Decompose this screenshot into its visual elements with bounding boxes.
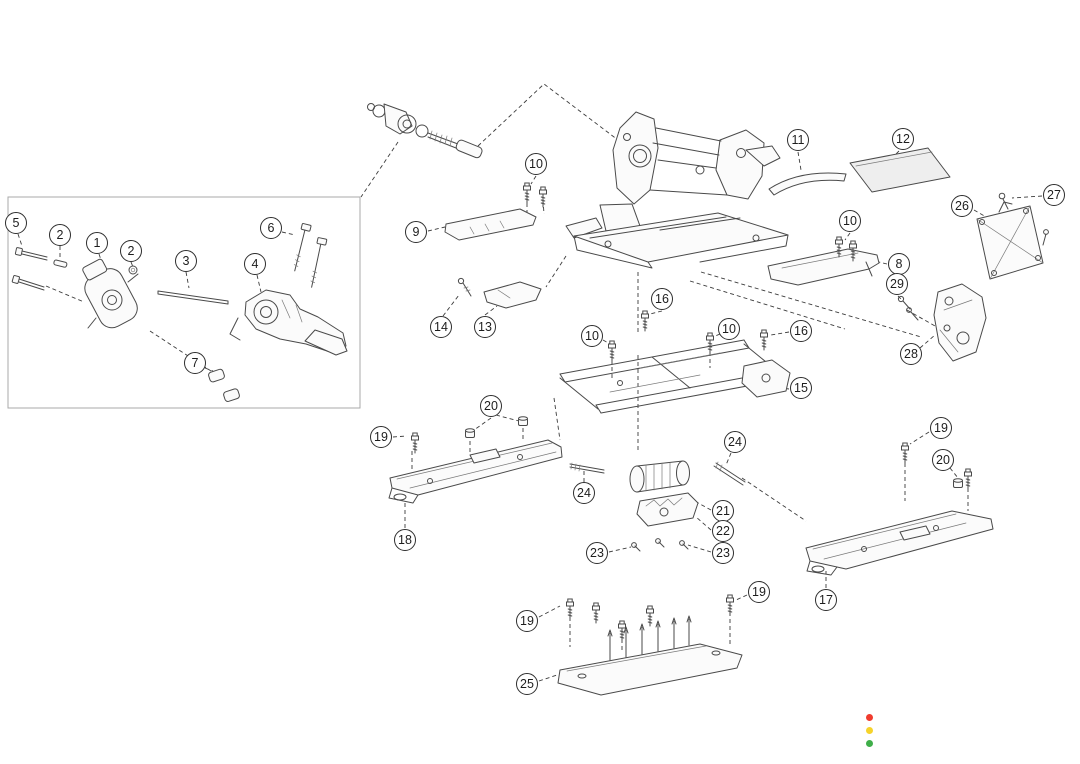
callout-7[interactable]: 7 xyxy=(184,352,206,374)
callout-21[interactable]: 21 xyxy=(712,500,734,522)
callout-19[interactable]: 19 xyxy=(930,417,952,439)
callout-20[interactable]: 20 xyxy=(480,395,502,417)
gearbox-4-drawing xyxy=(229,289,348,356)
callout-29[interactable]: 29 xyxy=(886,273,908,295)
callout-16[interactable]: 16 xyxy=(651,288,673,310)
callout-2[interactable]: 2 xyxy=(49,224,71,246)
callout-15[interactable]: 15 xyxy=(790,377,812,399)
screws-5-drawing xyxy=(11,247,48,291)
seat-frame-drawing xyxy=(565,111,789,269)
callout-11[interactable]: 11 xyxy=(787,129,809,151)
gear-housing-22-drawing xyxy=(636,492,699,527)
callout-27[interactable]: 27 xyxy=(1043,184,1065,206)
motor-1-drawing xyxy=(82,258,139,329)
status-indicator xyxy=(866,714,873,747)
detail-box xyxy=(7,196,361,409)
callout-25[interactable]: 25 xyxy=(516,673,538,695)
screw-14-drawing xyxy=(457,277,472,297)
screws-29-drawing xyxy=(897,295,919,321)
callout-24[interactable]: 24 xyxy=(573,482,595,504)
callout-14[interactable]: 14 xyxy=(430,316,452,338)
cover-bracket-9-drawing xyxy=(444,208,537,241)
rods-24-drawing xyxy=(569,461,746,486)
callout-12[interactable]: 12 xyxy=(892,128,914,150)
status-dot xyxy=(866,740,873,747)
bracket-13-drawing xyxy=(483,281,542,309)
callout-20[interactable]: 20 xyxy=(932,449,954,471)
bolts-6-drawing xyxy=(293,223,328,288)
screw-27-drawing xyxy=(998,192,1049,246)
callout-24[interactable]: 24 xyxy=(724,431,746,453)
callout-10[interactable]: 10 xyxy=(581,325,603,347)
callout-6[interactable]: 6 xyxy=(260,217,282,239)
callout-2[interactable]: 2 xyxy=(120,240,142,262)
drive-rod-3-drawing xyxy=(157,290,229,305)
flex-shaft-drive-drawing xyxy=(367,103,483,159)
callout-19[interactable]: 19 xyxy=(516,610,538,632)
callout-4[interactable]: 4 xyxy=(244,253,266,275)
callout-22[interactable]: 22 xyxy=(712,520,734,542)
pins-2-drawing xyxy=(53,259,138,275)
adjuster-frame-15-drawing xyxy=(559,339,791,414)
callout-13[interactable]: 13 xyxy=(474,316,496,338)
control-module-26-drawing xyxy=(976,201,1044,280)
status-dot xyxy=(866,727,873,734)
callout-23[interactable]: 23 xyxy=(712,542,734,564)
status-dot xyxy=(866,714,873,721)
callout-10[interactable]: 10 xyxy=(525,153,547,175)
callout-26[interactable]: 26 xyxy=(951,195,973,217)
seat-rail-18-drawing xyxy=(388,439,563,504)
callout-17[interactable]: 17 xyxy=(815,589,837,611)
bracket-28-drawing xyxy=(933,283,987,362)
callout-23[interactable]: 23 xyxy=(586,542,608,564)
panel-12-drawing xyxy=(849,147,951,193)
callout-3[interactable]: 3 xyxy=(175,250,197,272)
callout-16[interactable]: 16 xyxy=(790,320,812,342)
callout-10[interactable]: 10 xyxy=(718,318,740,340)
callout-10[interactable]: 10 xyxy=(839,210,861,232)
seat-rail-17-drawing xyxy=(805,510,994,576)
callout-9[interactable]: 9 xyxy=(405,221,427,243)
callout-8[interactable]: 8 xyxy=(888,253,910,275)
callout-28[interactable]: 28 xyxy=(900,343,922,365)
callout-19[interactable]: 19 xyxy=(748,581,770,603)
couplers-7-drawing xyxy=(208,368,240,402)
drive-motor-21-drawing xyxy=(629,460,690,493)
callout-18[interactable]: 18 xyxy=(394,529,416,551)
callout-1[interactable]: 1 xyxy=(86,232,108,254)
base-panel-25-drawing xyxy=(557,615,743,696)
callout-19[interactable]: 19 xyxy=(370,426,392,448)
trim-strip-11-drawing xyxy=(768,172,847,196)
callout-5[interactable]: 5 xyxy=(5,212,27,234)
